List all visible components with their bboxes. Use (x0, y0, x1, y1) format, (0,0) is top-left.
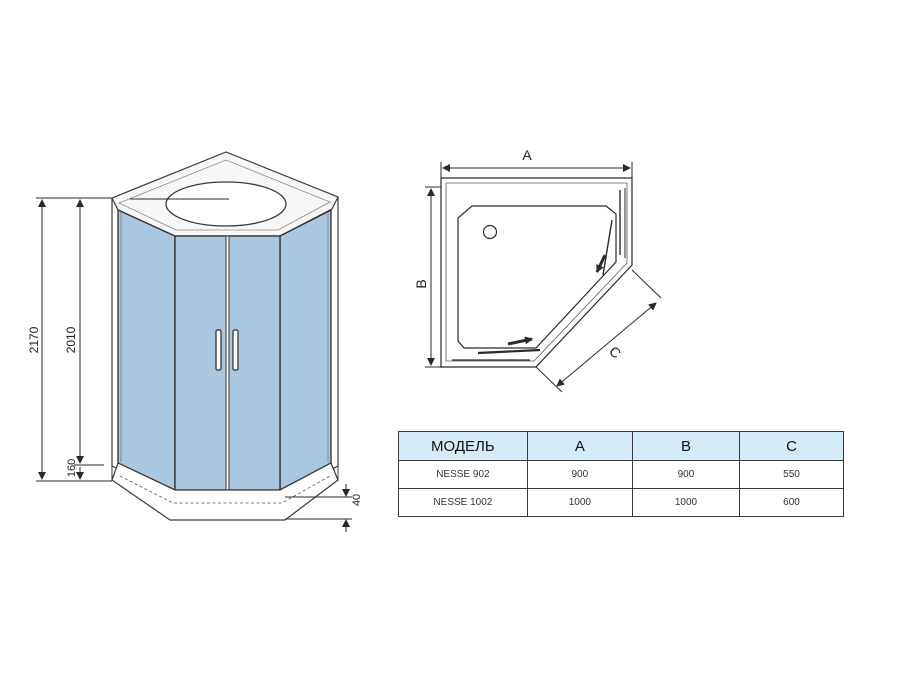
dim-tray-step: 40 (351, 494, 363, 506)
label-a: A (522, 147, 532, 163)
cell-a: 900 (526, 460, 633, 489)
glass-panels (117, 208, 332, 492)
dim-total-height: 2170 (27, 326, 41, 353)
table-row: NESSE 1002 1000 1000 600 (398, 488, 844, 517)
drain (482, 224, 498, 240)
door-handles (215, 329, 239, 371)
tray-step-dimension (285, 484, 352, 532)
header-model: МОДЕЛЬ (398, 431, 528, 461)
dim-c-line (535, 269, 662, 393)
cell-b: 1000 (631, 488, 741, 517)
dim-tray-height: 160 (66, 459, 78, 477)
cell-b: 900 (631, 460, 741, 489)
door-tracks (452, 188, 626, 361)
cell-model: NESSE 1002 (398, 488, 528, 517)
tray-basin (457, 205, 617, 349)
shower-tray (111, 462, 339, 521)
cell-c: 550 (739, 460, 844, 489)
left-side-glass (117, 208, 176, 492)
ceiling-light (165, 181, 287, 227)
label-c: C (606, 343, 624, 362)
height-dimensions (36, 197, 112, 482)
dim-a-line (440, 162, 633, 178)
header-b: B (631, 431, 741, 461)
front-view: 2170 2010 160 40 (27, 151, 363, 532)
cell-model: NESSE 902 (398, 460, 528, 489)
cell-c: 600 (739, 488, 844, 517)
label-b: B (413, 279, 429, 288)
cabin-roof (111, 151, 339, 237)
right-side-glass (279, 208, 332, 492)
table-header-row: МОДЕЛЬ A B C (398, 431, 844, 461)
sliding-door-arrows (507, 254, 607, 346)
header-a: A (526, 431, 633, 461)
model-spec-table: МОДЕЛЬ A B C NESSE 902 900 900 550 NESSE… (398, 431, 844, 517)
dim-b-line (425, 186, 441, 368)
top-view: A B C (413, 147, 662, 393)
header-c: C (739, 431, 844, 461)
cell-a: 1000 (526, 488, 633, 517)
table-row: NESSE 902 900 900 550 (398, 460, 844, 489)
dim-panel-height: 2010 (64, 326, 78, 353)
